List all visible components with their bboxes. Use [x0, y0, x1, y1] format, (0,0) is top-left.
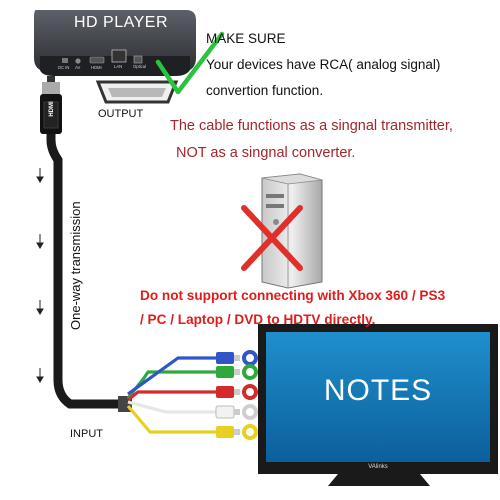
svg-text:AV: AV — [75, 65, 80, 70]
red-note-2: NOT as a singnal converter. — [176, 145, 356, 161]
svg-text:HDMI: HDMI — [91, 65, 102, 70]
warning-line-2: / PC / Laptop / DVD to HDTV directly. — [140, 312, 376, 327]
arrow-down-icon — [36, 300, 44, 315]
rca-cables — [126, 356, 225, 434]
tv-brand: VAlinks — [368, 464, 388, 470]
player-port-labels: DC IN AV HDMI LAN Optical — [58, 64, 146, 70]
rca-jacks — [242, 350, 258, 440]
arrow-down-icon — [36, 368, 44, 383]
warning-line-1: Do not support connecting with Xbox 360 … — [140, 288, 446, 303]
note-line-1: Your devices have RCA( analog signal) — [206, 57, 441, 72]
arrow-down-icon — [36, 168, 44, 183]
rca-plug-yellow — [216, 426, 240, 438]
red-note-1: The cable functions as a singnal transmi… — [170, 118, 453, 134]
hdmi-output-port — [95, 80, 179, 104]
arrow-down-icons — [36, 168, 44, 383]
transmission-label: One-way transmission — [68, 201, 83, 330]
rca-plug-red — [216, 386, 240, 398]
svg-text:Optical: Optical — [133, 64, 146, 69]
cross-icon — [241, 205, 303, 271]
hdmi-cable — [40, 76, 132, 412]
rca-plug-blue — [216, 352, 240, 364]
computer-tower-icon — [261, 173, 323, 289]
player-name: HD PLAYER — [73, 14, 168, 31]
rca-plug-green — [216, 366, 240, 378]
arrow-down-icon — [36, 234, 44, 249]
check-icon — [155, 31, 225, 95]
hd-player-device: DC IN AV HDMI LAN Optical — [34, 10, 196, 76]
note-line-2: convertion function. — [206, 83, 324, 98]
hdmi-plug-label: HDMI — [49, 101, 55, 117]
output-label: OUTPUT — [98, 108, 144, 120]
input-label: INPUT — [70, 428, 103, 440]
rca-plugs — [215, 352, 240, 438]
svg-text:LAN: LAN — [114, 64, 122, 69]
note-title: MAKE SURE — [206, 31, 286, 46]
player-ports — [62, 49, 143, 64]
svg-text:DC IN: DC IN — [58, 65, 69, 70]
television — [258, 324, 498, 486]
rca-plug-white — [215, 405, 240, 419]
tv-screen-text: NOTES — [323, 374, 433, 407]
